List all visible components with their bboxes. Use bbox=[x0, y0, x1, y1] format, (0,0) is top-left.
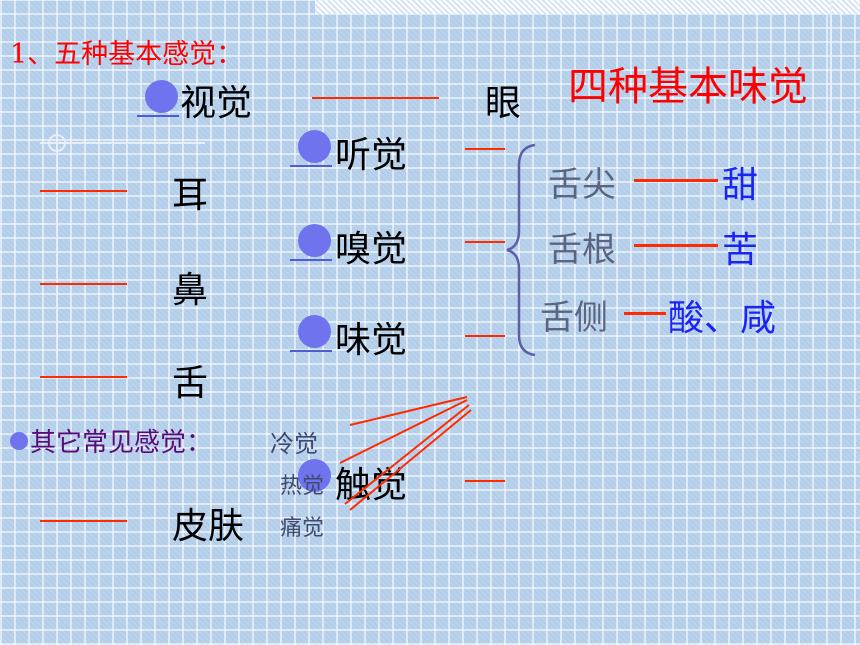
taste-region-root: 舌根 bbox=[548, 230, 616, 270]
left-divider bbox=[56, 130, 58, 358]
tongue-connector-line bbox=[40, 376, 127, 378]
organ-eye: 眼 bbox=[485, 83, 522, 124]
organ-ear: 耳 bbox=[172, 175, 209, 216]
taste-short-line bbox=[465, 335, 505, 337]
ear-connector-line bbox=[40, 190, 127, 192]
smell-underline bbox=[290, 259, 332, 261]
other-sense-pain: 痛觉 bbox=[280, 516, 325, 541]
hearing-short-line bbox=[465, 148, 505, 150]
hearing-bullet-icon bbox=[298, 130, 331, 163]
right-divider bbox=[830, 0, 832, 222]
taste-region-tip: 舌尖 bbox=[548, 165, 616, 205]
taste-region-side: 舌侧 bbox=[540, 298, 608, 338]
page-heading: 1、五种基本感觉： bbox=[10, 39, 244, 70]
taste-underline bbox=[290, 350, 332, 352]
organ-skin: 皮肤 bbox=[172, 506, 245, 547]
smell-bullet-icon bbox=[298, 224, 331, 257]
touch-short-line bbox=[465, 480, 505, 482]
vision-connector-line bbox=[312, 97, 439, 99]
vision-underline bbox=[137, 115, 179, 117]
top-pattern-band bbox=[315, 0, 860, 14]
side-connector-line bbox=[624, 312, 666, 315]
hearing-underline bbox=[290, 165, 332, 167]
organ-nose: 鼻 bbox=[172, 270, 209, 311]
sense-smell: 嗅觉 bbox=[335, 229, 408, 270]
crosshair-circle-icon bbox=[48, 134, 66, 152]
root-connector-line bbox=[634, 244, 718, 247]
smell-short-line bbox=[465, 241, 505, 243]
other-sense-heat: 热觉 bbox=[280, 474, 325, 499]
vision-bullet-icon bbox=[145, 80, 178, 113]
other-senses-heading: 其它常见感觉： bbox=[30, 428, 213, 458]
taste-flavor-sweet: 甜 bbox=[722, 165, 759, 206]
organ-tongue: 舌 bbox=[172, 363, 209, 404]
tip-connector-line bbox=[634, 179, 718, 182]
left-guide-line bbox=[40, 142, 205, 144]
taste-bullet-icon bbox=[298, 315, 331, 348]
sense-hearing: 听觉 bbox=[335, 135, 408, 176]
brace-icon bbox=[506, 143, 536, 357]
other-sense-cold: 冷觉 bbox=[270, 430, 318, 458]
nose-connector-line bbox=[40, 283, 127, 285]
other-bullet-icon bbox=[10, 432, 28, 450]
taste-flavor-bitter: 苦 bbox=[722, 230, 759, 271]
taste-heading: 四种基本味觉 bbox=[568, 64, 808, 110]
skin-connector-line bbox=[40, 520, 127, 522]
taste-flavor-sour-salty: 酸、咸 bbox=[668, 298, 777, 339]
sense-vision: 视觉 bbox=[180, 83, 253, 124]
touch-bullet-icon bbox=[298, 459, 331, 492]
sense-taste: 味觉 bbox=[335, 320, 408, 361]
